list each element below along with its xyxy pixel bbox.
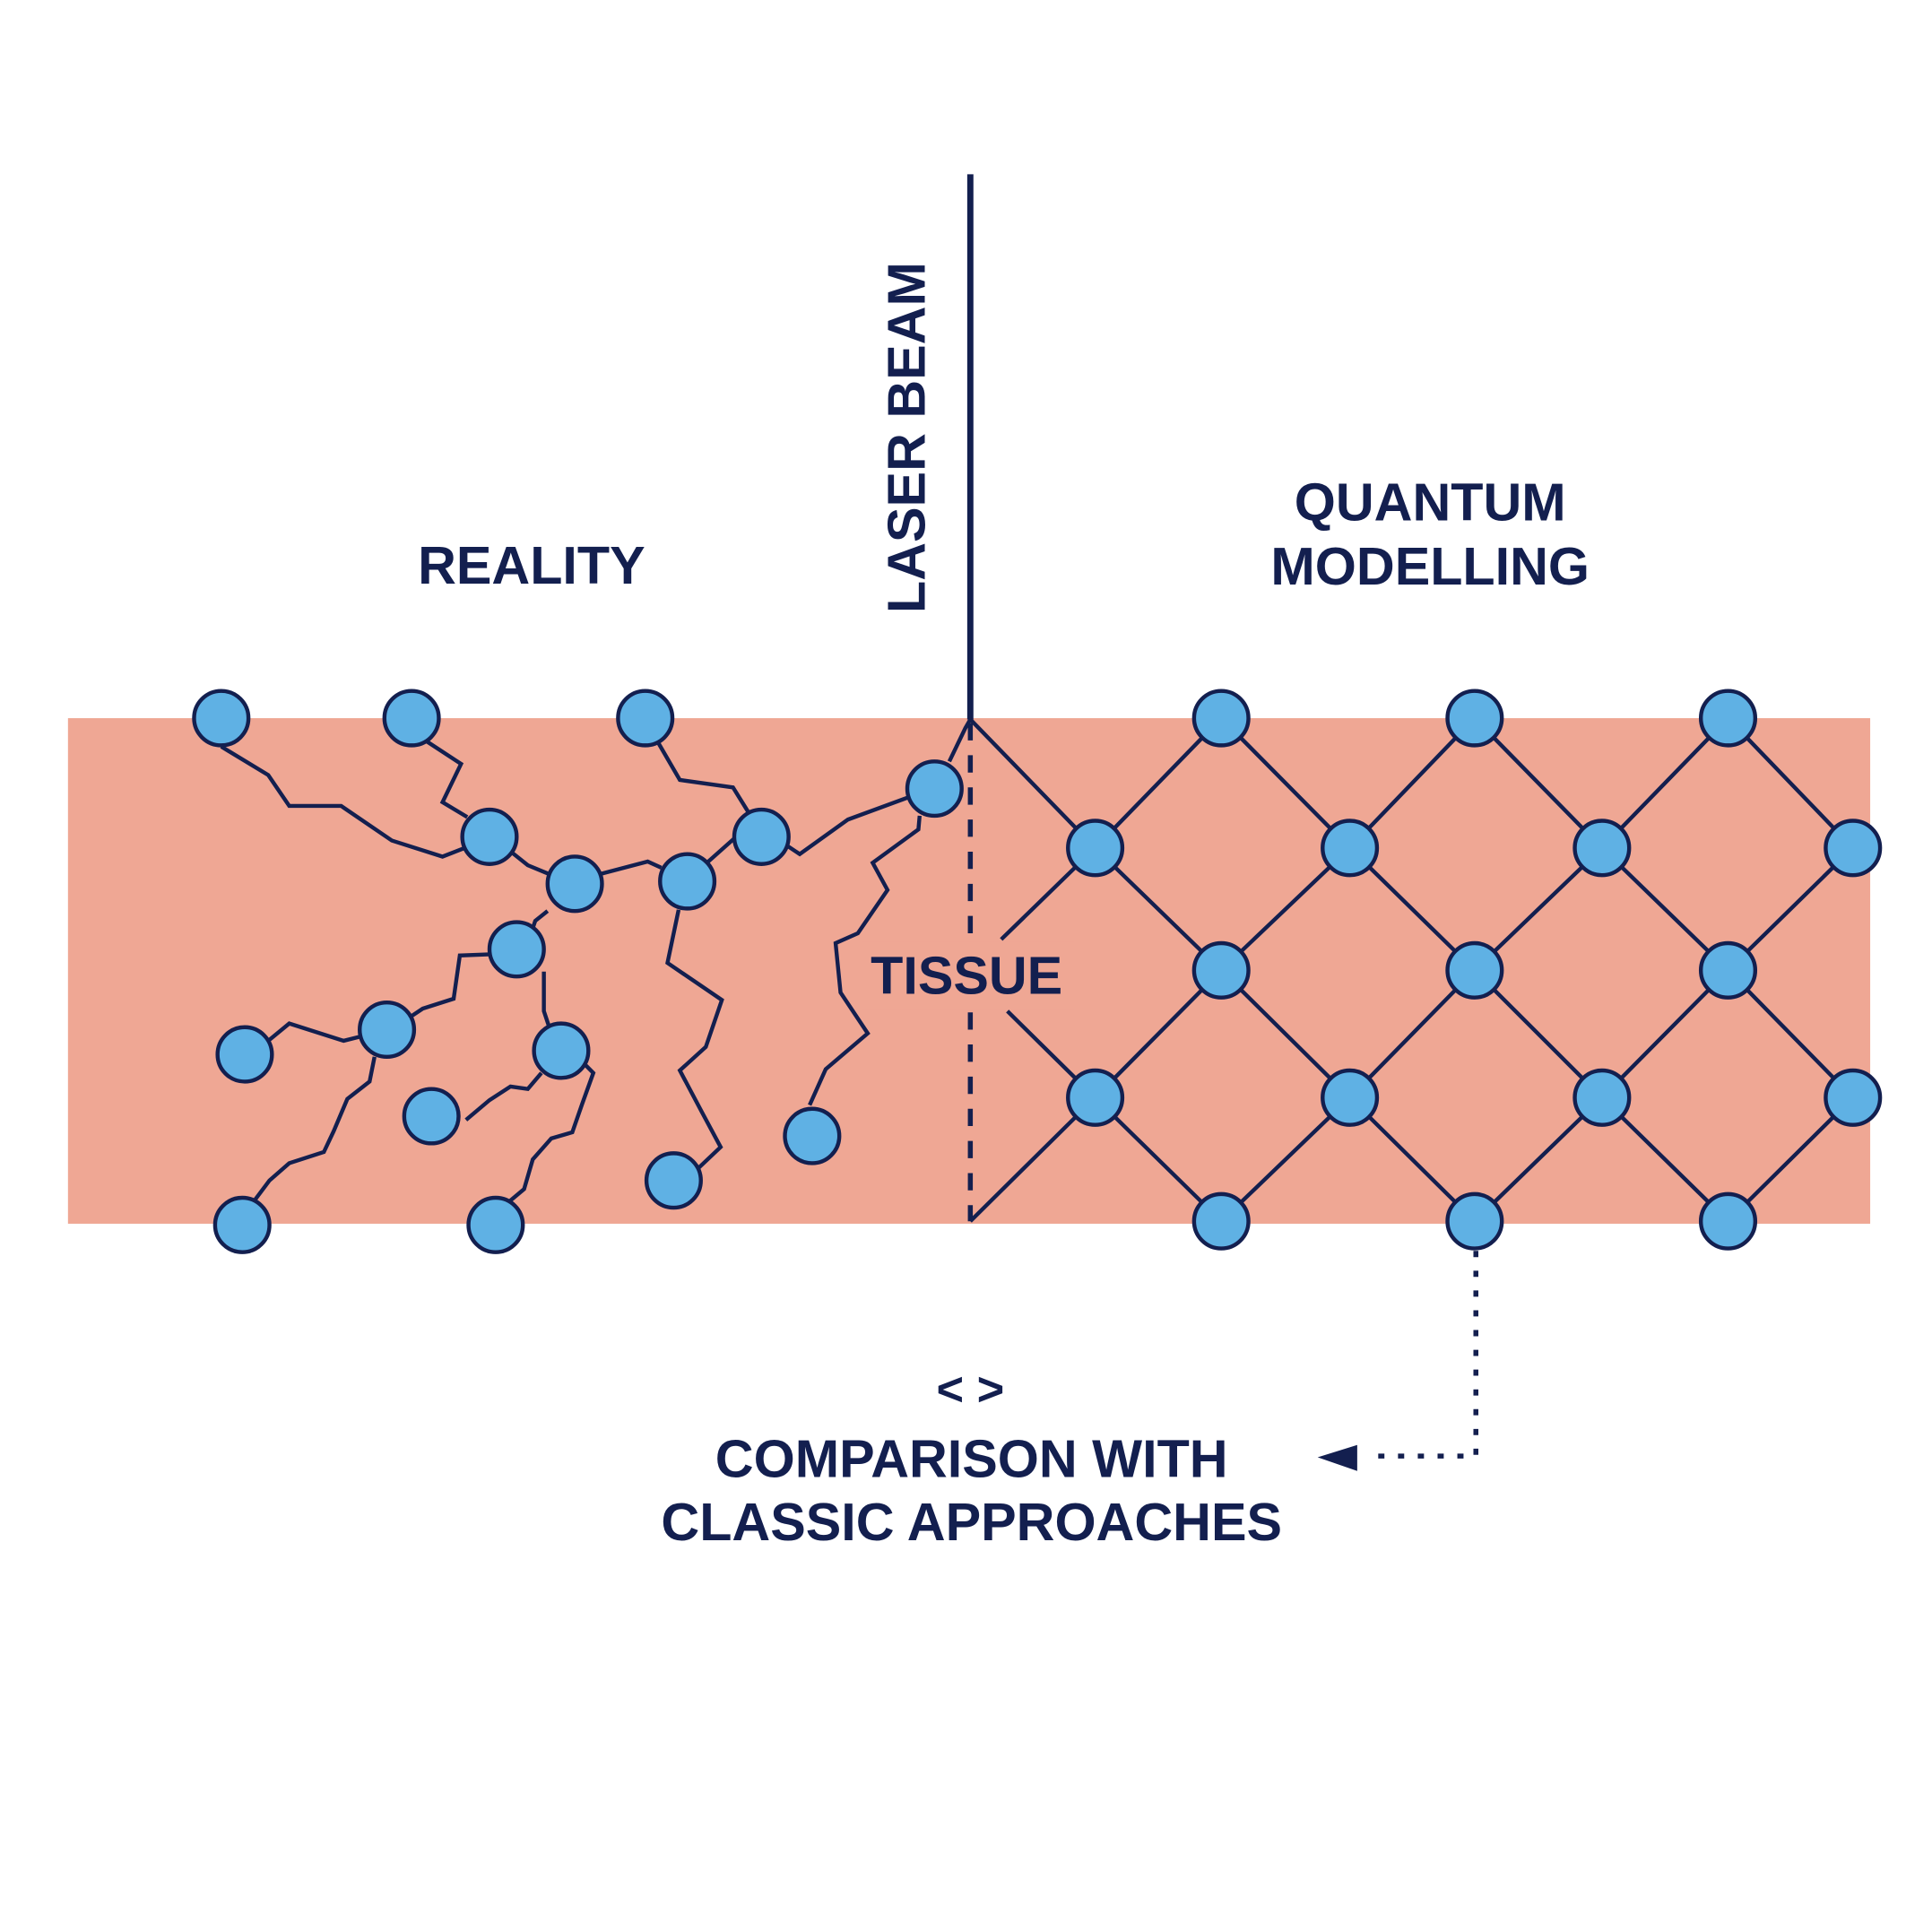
node: [1445, 689, 1504, 748]
reality-label: REALITY: [418, 535, 645, 595]
node: [460, 807, 519, 866]
laser-beam-label: LASER BEAM: [876, 262, 936, 613]
node: [1066, 1068, 1125, 1127]
node: [658, 852, 717, 911]
node: [358, 1000, 417, 1060]
tissue-label: TISSUE: [871, 946, 1062, 1006]
node: [905, 759, 964, 819]
node: [192, 689, 251, 748]
node: [1321, 1068, 1380, 1127]
node: [212, 1195, 272, 1254]
node: [215, 1025, 274, 1084]
node: [1698, 1191, 1758, 1251]
node: [1824, 1068, 1883, 1127]
node: [1572, 1068, 1632, 1127]
node: [616, 689, 675, 748]
tissue-label-backdrop: [861, 941, 1075, 1009]
compare-symbol: < >: [936, 1365, 1004, 1417]
node: [1572, 819, 1632, 878]
node: [402, 1087, 461, 1146]
comparison-label-line1: COMPARISON WITH: [715, 1429, 1228, 1489]
quantum-label-line1: QUANTUM: [1295, 472, 1566, 532]
reality-nodes: [192, 689, 964, 1254]
node: [732, 807, 791, 866]
node: [1191, 1191, 1251, 1251]
node: [1824, 819, 1883, 878]
node: [1321, 819, 1380, 878]
node: [545, 854, 604, 914]
node: [382, 689, 441, 748]
node: [1191, 940, 1251, 1000]
node: [644, 1151, 703, 1210]
node: [1445, 940, 1504, 1000]
node: [487, 920, 546, 979]
node: [783, 1106, 842, 1165]
node: [1191, 689, 1251, 748]
node: [532, 1021, 591, 1080]
arrow-left-icon: [1317, 1444, 1357, 1471]
comparison-label-line2: CLASSIC APPROACHES: [661, 1492, 1282, 1552]
node: [1698, 940, 1758, 1000]
quantum-nodes: [1066, 689, 1883, 1251]
node: [1698, 689, 1758, 748]
quantum-label-line2: MODELLING: [1270, 536, 1590, 596]
comparison-dotted-connector: [1366, 1251, 1478, 1459]
node: [1066, 819, 1125, 878]
reality-network-edges: [220, 718, 973, 1203]
node: [1445, 1191, 1504, 1251]
node: [466, 1195, 525, 1254]
quantum-lattice-edges: [968, 715, 1855, 1225]
